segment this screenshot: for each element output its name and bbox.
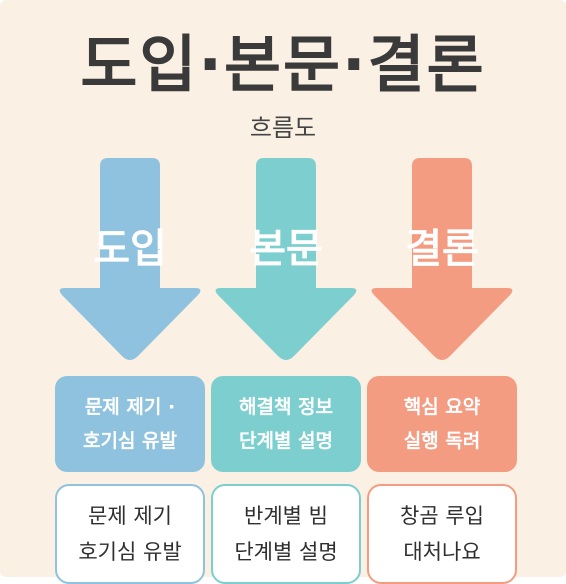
diagram-title: 도입·본문·결론 — [80, 28, 486, 101]
arrow-conclusion — [371, 158, 513, 360]
box-body-line-1: 해결책 정보 — [238, 396, 333, 418]
card-intro: 문제 제기 호기심 유발 — [55, 484, 205, 584]
card-body-line-2: 단계별 설명 — [234, 540, 338, 564]
box-intro-line-2: 호기심 유발 — [82, 430, 177, 452]
box-intro-line-1: 문제 제기 · — [84, 396, 176, 418]
arrow-label-body: 본문 — [249, 226, 323, 272]
arrow-intro — [59, 158, 201, 360]
card-intro-line-2: 호기심 유발 — [78, 540, 182, 564]
card-conclusion-line-2: 대처나요 — [403, 540, 481, 564]
box-body-line-2: 단계별 설명 — [238, 430, 333, 452]
card-body: 반계별 빔 단계별 설명 — [211, 484, 361, 584]
card-conclusion: 창곰 루입 대처나요 — [367, 484, 517, 584]
diagram-subtitle: 흐름도 — [249, 114, 317, 142]
box-conclusion: 핵심 요약 실행 독려 — [367, 376, 517, 472]
card-intro-line-1: 문제 제기 — [88, 504, 172, 528]
card-body-line-1: 반계별 빔 — [244, 504, 328, 528]
box-body: 해결책 정보 단계별 설명 — [211, 376, 361, 472]
box-conclusion-line-1: 핵심 요약 — [403, 396, 481, 418]
arrow-label-intro: 도입 — [93, 226, 167, 272]
box-intro: 문제 제기 · 호기심 유발 — [55, 376, 205, 472]
card-conclusion-line-1: 창곰 루입 — [400, 504, 484, 528]
arrow-label-conclusion: 결론 — [405, 226, 479, 272]
arrow-body — [215, 158, 357, 360]
box-conclusion-line-2: 실행 독려 — [403, 430, 481, 452]
